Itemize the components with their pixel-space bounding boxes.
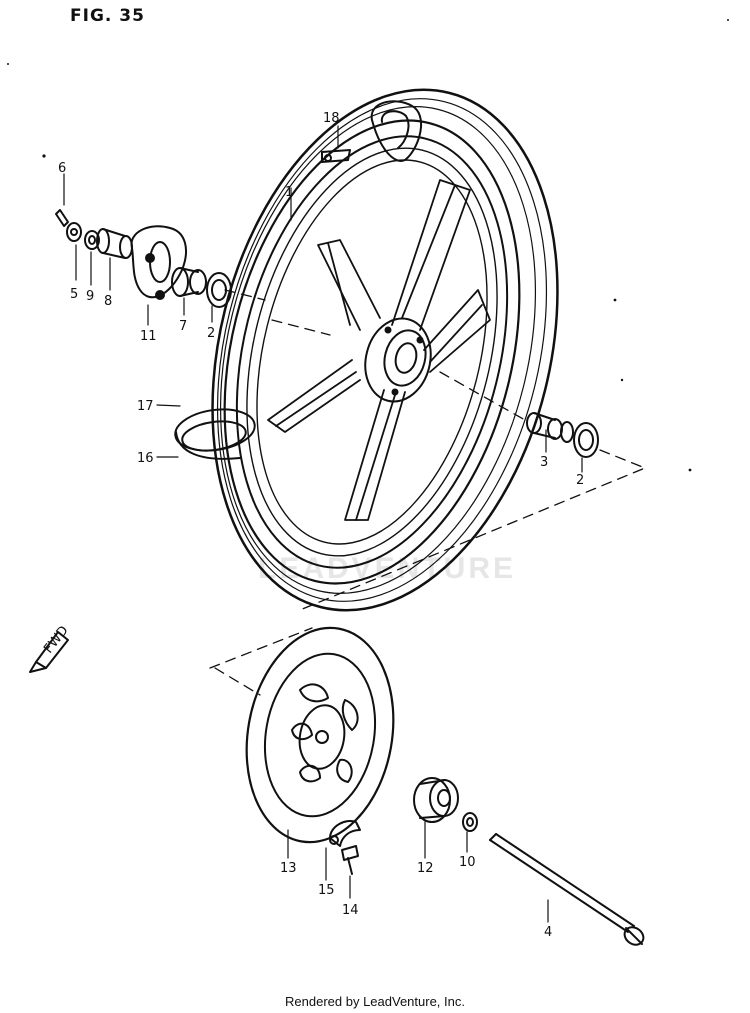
callout-14: 14 xyxy=(342,903,359,918)
lock-plate xyxy=(329,820,361,847)
tube-valve-loop xyxy=(370,100,423,162)
spacer-8 xyxy=(96,228,133,259)
callout-7: 7 xyxy=(179,319,187,334)
render-credit: Rendered by LeadVenture, Inc. xyxy=(285,994,465,1009)
cotter-pin xyxy=(55,209,69,227)
washer-10 xyxy=(462,812,478,832)
callout-17: 17 xyxy=(137,399,154,414)
front-arrow-icon xyxy=(29,631,69,673)
rim-band-clip xyxy=(321,149,351,163)
scan-dots xyxy=(7,19,729,472)
callout-16: 16 xyxy=(137,451,154,466)
callout-3: 3 xyxy=(540,455,548,470)
callout-2-right: 2 xyxy=(576,473,584,488)
disc-bolt xyxy=(341,845,359,875)
spacer-7 xyxy=(171,267,207,297)
callout-9: 9 xyxy=(86,289,94,304)
assembly-guide-lines xyxy=(209,289,646,696)
callout-15: 15 xyxy=(318,883,335,898)
washer-9 xyxy=(84,230,100,250)
axle-nut xyxy=(66,222,82,242)
figure-label: FIG. 35 xyxy=(70,6,145,26)
callout-13: 13 xyxy=(280,861,297,876)
wheel-spokes xyxy=(267,179,491,521)
seal-right xyxy=(560,421,574,443)
callout-12: 12 xyxy=(417,861,434,876)
callout-18: 18 xyxy=(323,111,340,126)
tire xyxy=(211,88,559,612)
axle xyxy=(489,833,645,946)
callout-6: 6 xyxy=(58,161,66,176)
brake-disc xyxy=(245,626,395,844)
leader-lines xyxy=(63,125,583,923)
tube-section xyxy=(174,408,256,460)
callout-10: 10 xyxy=(459,855,476,870)
bearing-right xyxy=(573,422,599,458)
callout-4: 4 xyxy=(544,925,552,940)
callout-1: 1 xyxy=(285,185,293,200)
callout-5: 5 xyxy=(70,287,78,302)
rim xyxy=(235,135,509,569)
hub-cap xyxy=(413,777,459,823)
wheel-hub xyxy=(364,317,432,403)
callout-8: 8 xyxy=(104,294,112,309)
speedometer-gearbox xyxy=(130,225,187,300)
callout-2-left: 2 xyxy=(207,326,215,341)
callout-11: 11 xyxy=(140,329,157,344)
